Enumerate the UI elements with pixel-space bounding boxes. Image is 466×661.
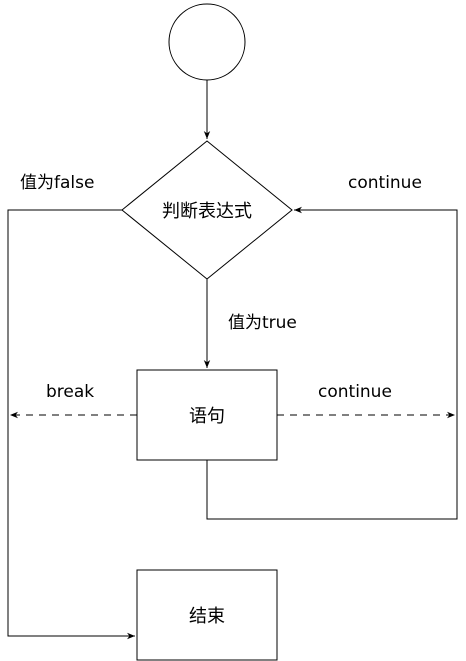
false-label: 值为false [20,173,94,193]
break-label: break [46,382,94,402]
edge-false-to-end [7,209,135,640]
continue-top-label: continue [348,173,422,193]
condition-label: 判断表达式 [162,201,252,222]
start-node [168,3,246,81]
edge-loop-continue [206,206,458,520]
continue-right-label: continue [318,382,392,402]
statement-node [136,369,278,461]
end-label: 结束 [189,606,225,627]
end-node [136,569,278,661]
statement-label: 语句 [189,406,225,427]
true-label: 值为true [228,313,297,333]
